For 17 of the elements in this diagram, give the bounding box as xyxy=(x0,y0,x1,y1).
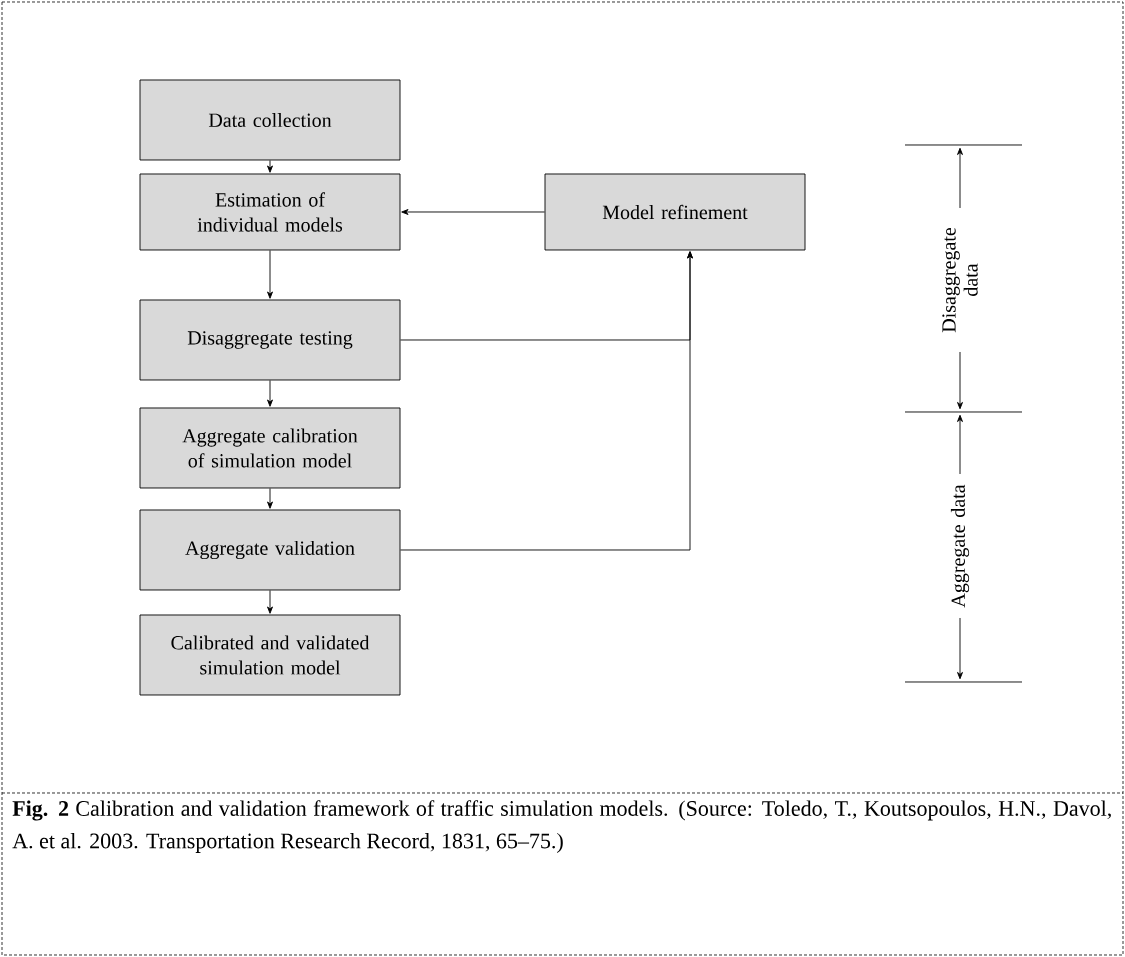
arrow xyxy=(267,160,273,173)
dimension-label: Aggregate data xyxy=(950,484,970,608)
process-box: Data collection xyxy=(139,79,401,161)
dimension-label: Disaggregate data xyxy=(942,227,978,333)
process-box: Estimation of individual models xyxy=(139,173,401,251)
process-box: Aggregate calibration of simulation model xyxy=(139,407,401,489)
arrow xyxy=(267,488,273,509)
process-box: Model refinement xyxy=(544,173,806,251)
process-box: Aggregate validation xyxy=(139,509,401,591)
arrow xyxy=(401,209,545,215)
arrow xyxy=(267,380,273,407)
process-box: Disaggregate testing xyxy=(139,299,401,381)
arrow xyxy=(400,251,693,551)
arrow xyxy=(267,590,273,614)
arrow xyxy=(267,250,273,299)
caption: Fig. 2 Calibration and validation framework of traffic simulation models. (Source: Toledo, T., Koutsopoulos, H.N., Davol, A. et al. 2003. Transportation Research Record, 1831, 65–75.) xyxy=(12,800,1111,853)
process-box: Calibrated and validated simulation model xyxy=(139,614,401,696)
